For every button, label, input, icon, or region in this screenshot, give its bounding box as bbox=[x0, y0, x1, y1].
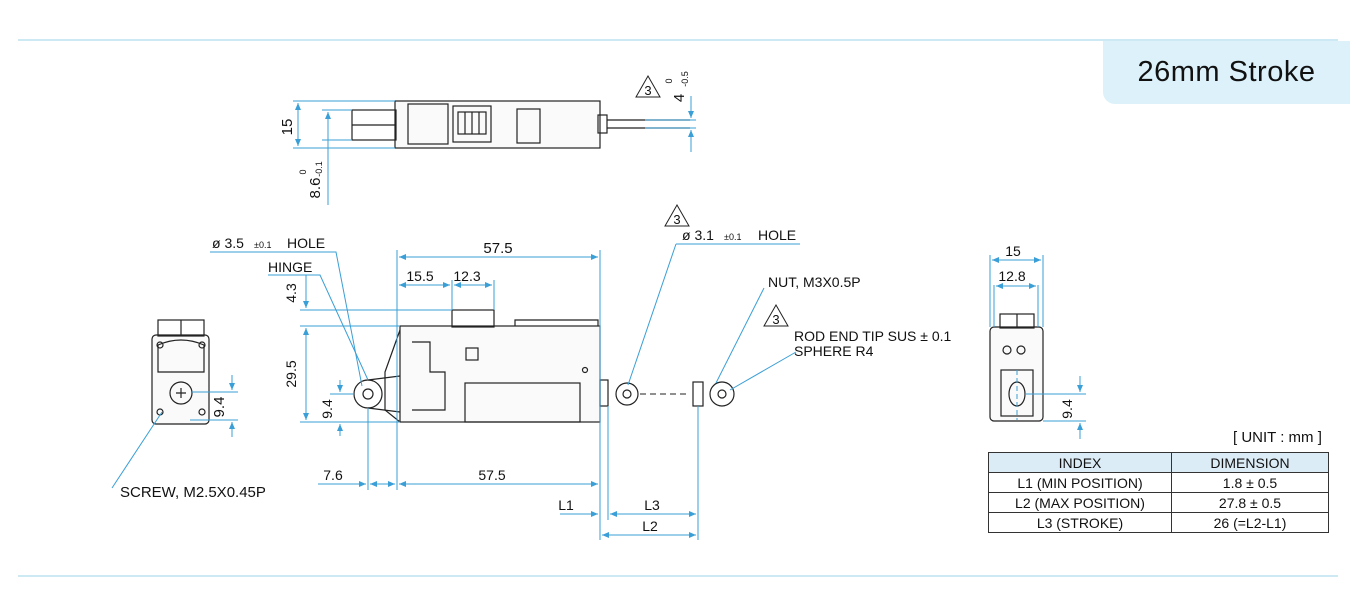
side-dim-9-4: 9.4 bbox=[319, 399, 335, 419]
nut-callout: NUT, M3X0.5P bbox=[768, 274, 861, 290]
table-cell-index: L1 (MIN POSITION) bbox=[988, 472, 1172, 493]
left-end-dim-9-4: 9.4 bbox=[211, 397, 228, 418]
top-body-outline bbox=[394, 100, 601, 149]
right-end-dim-15: 15 bbox=[1005, 243, 1021, 259]
table-cell-index: L2 (MAX POSITION) bbox=[988, 492, 1172, 513]
table-row: L3 (STROKE) 26 (=L2-L1) bbox=[988, 512, 1329, 533]
l2-label: L2 bbox=[642, 518, 658, 534]
side-dim-29-5: 29.5 bbox=[283, 360, 299, 387]
hole-left-diameter: ø 3.5 bbox=[212, 235, 244, 251]
table-row: L1 (MIN POSITION) 1.8 ± 0.5 bbox=[988, 472, 1329, 493]
table-header-dimension: DIMENSION bbox=[1171, 452, 1329, 473]
screw-head-icon bbox=[169, 381, 193, 405]
top-dim-cable-tol-upper: 0 bbox=[664, 78, 674, 83]
hole-right-tolerance: ±0.1 bbox=[724, 232, 741, 242]
l1-label: L1 bbox=[558, 497, 574, 513]
unit-label: [ UNIT : mm ] bbox=[1233, 429, 1322, 446]
side-dim-4-3: 4.3 bbox=[283, 283, 299, 303]
stroke-badge: 26mm Stroke bbox=[1103, 41, 1350, 104]
screw-callout: SCREW, M2.5X0.45P bbox=[120, 484, 266, 501]
top-dim-bottom-tol-lower: -0.1 bbox=[314, 161, 324, 177]
table-header-index: INDEX bbox=[988, 452, 1172, 473]
sphere-callout: SPHERE R4 bbox=[794, 343, 874, 359]
rod-end-sphere-icon bbox=[709, 381, 735, 407]
top-revision-number: 3 bbox=[644, 83, 651, 98]
right-end-view: 15 12.8 9.4 bbox=[989, 243, 1086, 439]
top-dim-height: 15 bbox=[279, 119, 296, 136]
top-connector bbox=[452, 105, 492, 143]
table-cell-dimension: 1.8 ± 0.5 bbox=[1171, 472, 1329, 493]
right-end-dim-12-8: 12.8 bbox=[998, 268, 1025, 284]
side-view: ø 3.5 ±0.1 HOLE HINGE 57.5 15.5 12.3 4.3… bbox=[210, 203, 952, 540]
top-hinge-block bbox=[407, 103, 449, 145]
l3-label: L3 bbox=[644, 497, 660, 513]
table-cell-index: L3 (STROKE) bbox=[988, 512, 1172, 533]
top-revision-mark: 3 bbox=[635, 74, 661, 98]
rod-revision-mark: 3 bbox=[763, 303, 789, 327]
rod-end-eye-icon bbox=[615, 382, 639, 406]
table-cell-dimension: 27.8 ± 0.5 bbox=[1171, 492, 1329, 513]
side-connector-top bbox=[451, 309, 495, 328]
dimension-table: INDEX DIMENSION L1 (MIN POSITION) 1.8 ± … bbox=[988, 452, 1329, 533]
hole-right-diameter: ø 3.1 bbox=[682, 227, 714, 243]
side-body-outline bbox=[399, 325, 601, 423]
top-dim-cable-tol-lower: -0.5 bbox=[680, 71, 690, 87]
hole-revision-number: 3 bbox=[673, 212, 680, 227]
table-cell-dimension: 26 (=L2-L1) bbox=[1171, 512, 1329, 533]
top-divider bbox=[18, 39, 1338, 41]
side-dim-7-6: 7.6 bbox=[323, 467, 343, 483]
side-dim-15-5: 15.5 bbox=[406, 268, 433, 284]
side-dim-bottom: 57.5 bbox=[478, 467, 505, 483]
hinge-eye-icon bbox=[353, 379, 383, 409]
rod-end-callout: ROD END TIP SUS ± 0.1 bbox=[794, 328, 952, 344]
hole-left-suffix: HOLE bbox=[287, 235, 325, 251]
top-label-window bbox=[516, 108, 541, 144]
top-dim-bottom-tol-upper: 0 bbox=[298, 169, 308, 174]
hole-right-suffix: HOLE bbox=[758, 227, 796, 243]
left-end-view: 9.4 SCREW, M2.5X0.45P bbox=[111, 319, 266, 501]
top-dim-cable: 4 bbox=[671, 94, 688, 102]
hinge-label: HINGE bbox=[268, 259, 312, 275]
top-view: 15 8.6 0 -0.1 3 4 0 -0.5 bbox=[279, 71, 696, 205]
side-dim-overall: 57.5 bbox=[483, 240, 512, 257]
hole-left-tolerance: ±0.1 bbox=[254, 240, 271, 250]
right-end-dim-9-4: 9.4 bbox=[1059, 399, 1075, 419]
rod-revision-number: 3 bbox=[772, 312, 779, 327]
side-label-window bbox=[464, 382, 581, 423]
table-header-row: INDEX DIMENSION bbox=[988, 452, 1329, 473]
hole-revision-mark: 3 bbox=[664, 203, 690, 227]
top-dim-bottom: 8.6 bbox=[307, 178, 324, 199]
side-dim-12-3: 12.3 bbox=[453, 268, 480, 284]
table-row: L2 (MAX POSITION) 27.8 ± 0.5 bbox=[988, 492, 1329, 513]
bottom-divider bbox=[18, 575, 1338, 577]
